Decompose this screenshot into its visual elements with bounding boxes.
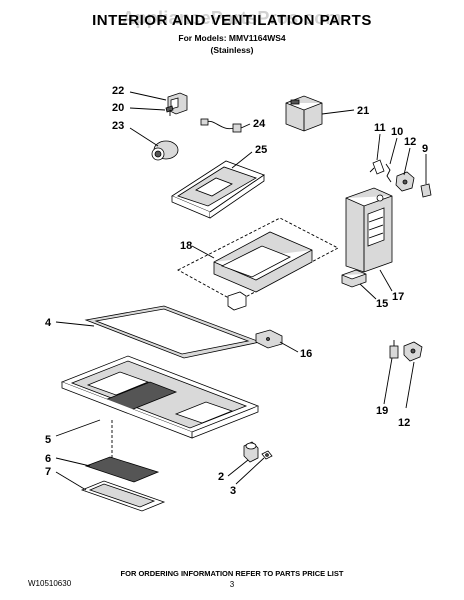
part-18-group-outline bbox=[177, 217, 339, 303]
document-number: W10510630 bbox=[28, 579, 72, 588]
page-number: 3 bbox=[229, 580, 235, 589]
watermark: AppliancePartsPros.com bbox=[122, 8, 342, 28]
callout-23: 23 bbox=[112, 120, 124, 132]
callout-19: 19 bbox=[376, 405, 388, 417]
callout-17: 17 bbox=[392, 291, 404, 303]
callout-10: 10 bbox=[391, 126, 403, 138]
part-17-vent-housing bbox=[345, 187, 393, 273]
callout-6: 6 bbox=[45, 453, 51, 465]
callout-12-bottom: 12 bbox=[398, 417, 410, 429]
callout-25: 25 bbox=[255, 144, 267, 156]
part-23-motor bbox=[151, 140, 179, 161]
ordering-note: FOR ORDERING INFORMATION REFER TO PARTS … bbox=[120, 569, 344, 578]
callout-9: 9 bbox=[422, 143, 428, 155]
page-title: INTERIOR AND VENTILATION PARTS bbox=[92, 12, 372, 29]
callout-18: 18 bbox=[180, 240, 192, 252]
callout-5: 5 bbox=[45, 434, 51, 446]
callout-20: 20 bbox=[112, 102, 124, 114]
part-2-socket bbox=[243, 441, 259, 463]
model-line: For Models: MMV1164WS4 bbox=[178, 33, 286, 43]
part-15-block bbox=[341, 269, 367, 288]
callout-16: 16 bbox=[300, 348, 312, 360]
part-11-switch bbox=[369, 159, 385, 175]
part-6-lens bbox=[84, 456, 160, 483]
part-25-mount-plate bbox=[171, 160, 265, 219]
callout-15: 15 bbox=[376, 298, 388, 310]
part-20-screw bbox=[165, 105, 174, 116]
callout-2: 2 bbox=[218, 471, 224, 483]
part-3-bulb bbox=[261, 450, 273, 460]
callout-11: 11 bbox=[374, 122, 386, 134]
part-9-fuse bbox=[420, 183, 432, 198]
callout-12-top: 12 bbox=[404, 136, 416, 148]
part-19-sensor bbox=[389, 340, 399, 359]
part-12-cutoff-top bbox=[395, 171, 415, 192]
part-10-spring bbox=[385, 163, 392, 183]
part-18-air-duct bbox=[213, 231, 313, 311]
callout-3: 3 bbox=[230, 485, 236, 497]
variant-label: (Stainless) bbox=[210, 45, 254, 55]
callout-21: 21 bbox=[357, 105, 369, 117]
callout-22: 22 bbox=[112, 85, 124, 97]
callout-24: 24 bbox=[253, 118, 266, 130]
part-24-harness bbox=[200, 118, 242, 133]
part-12-cutoff-bottom bbox=[403, 341, 423, 362]
part-21-transformer bbox=[285, 95, 323, 132]
part-4-filter bbox=[84, 305, 262, 359]
leader-lines bbox=[55, 91, 427, 491]
callout-7: 7 bbox=[45, 466, 51, 478]
part-16-latch bbox=[255, 329, 283, 349]
callout-4: 4 bbox=[45, 317, 52, 329]
callout-labels: 22 20 23 24 21 25 11 10 12 9 18 17 15 4 … bbox=[45, 85, 428, 497]
part-7-cover bbox=[80, 480, 166, 512]
part-5-bottom-tray bbox=[60, 355, 260, 439]
